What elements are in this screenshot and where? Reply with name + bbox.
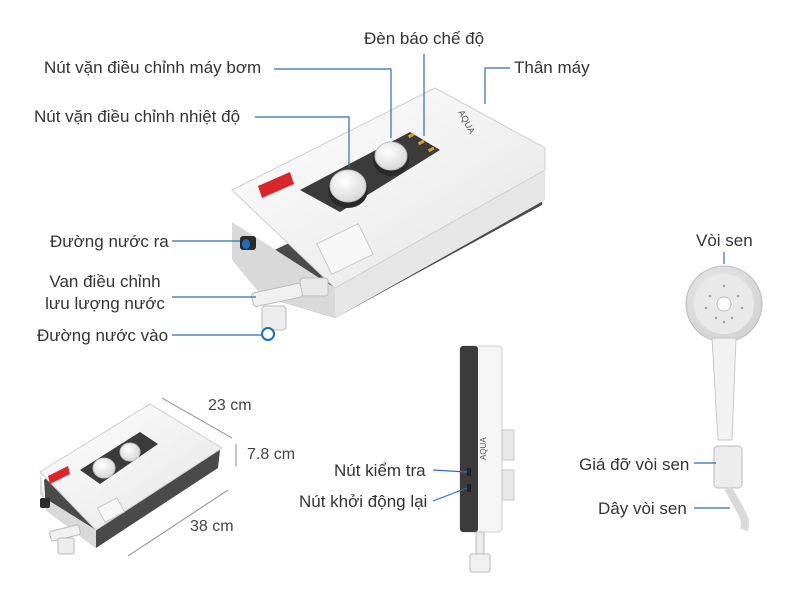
label-flow-valve-line1: Van điều chỉnh [49, 272, 161, 291]
dimension-length: 38 cm [190, 518, 234, 535]
shower-assembly [685, 265, 763, 532]
label-flow-valve-line2: lưu lượng nước [45, 294, 165, 313]
pump-knob [373, 141, 409, 176]
shower-holder [713, 445, 743, 489]
label-test-button: Nút kiểm tra [334, 461, 426, 480]
spec-sticker [316, 222, 374, 276]
shower-handle [711, 337, 737, 441]
reset-button-marker [467, 484, 471, 492]
leader-body [484, 67, 510, 104]
temperature-knob [328, 169, 368, 208]
length-dimension-line [127, 489, 229, 557]
small-heater [39, 397, 237, 557]
red-warning-tag [258, 172, 294, 198]
dimension-depth: 7.8 cm [247, 446, 296, 463]
label-shower-hose: Dây vòi sen [598, 499, 687, 518]
mode-indicator-lights [407, 132, 435, 153]
main-heater: AQUA [231, 87, 546, 341]
side-brand-logo: AQUA [479, 437, 488, 460]
water-outlet-fitting [240, 236, 256, 250]
flow-valve [251, 277, 329, 341]
label-water-in: Đường nước vào [37, 326, 169, 345]
shower-hose [724, 486, 749, 532]
label-mode-led: Đèn báo chế độ [364, 29, 485, 48]
leader-pump-knob [274, 68, 392, 138]
leader-temp-knob [255, 116, 350, 168]
label-pump-knob: Nút vặn điều chỉnh máy bơm [44, 58, 262, 77]
label-body: Thân máy [514, 58, 590, 77]
label-reset-button: Nút khởi động lại [299, 492, 428, 511]
label-temp-knob: Nút vặn điều chỉnh nhiệt độ [34, 107, 241, 126]
dimension-width: 23 cm [208, 397, 252, 414]
side-view-heater: AQUA [459, 345, 515, 573]
label-shower-holder: Giá đỡ vòi sen [579, 455, 690, 474]
width-dimension-line [161, 397, 233, 439]
label-shower-head: Vòi sen [696, 231, 753, 250]
label-water-out: Đường nước ra [50, 232, 169, 251]
test-button-marker [467, 468, 471, 476]
leader-reset-button [432, 487, 468, 502]
leader-test-button [432, 469, 468, 473]
